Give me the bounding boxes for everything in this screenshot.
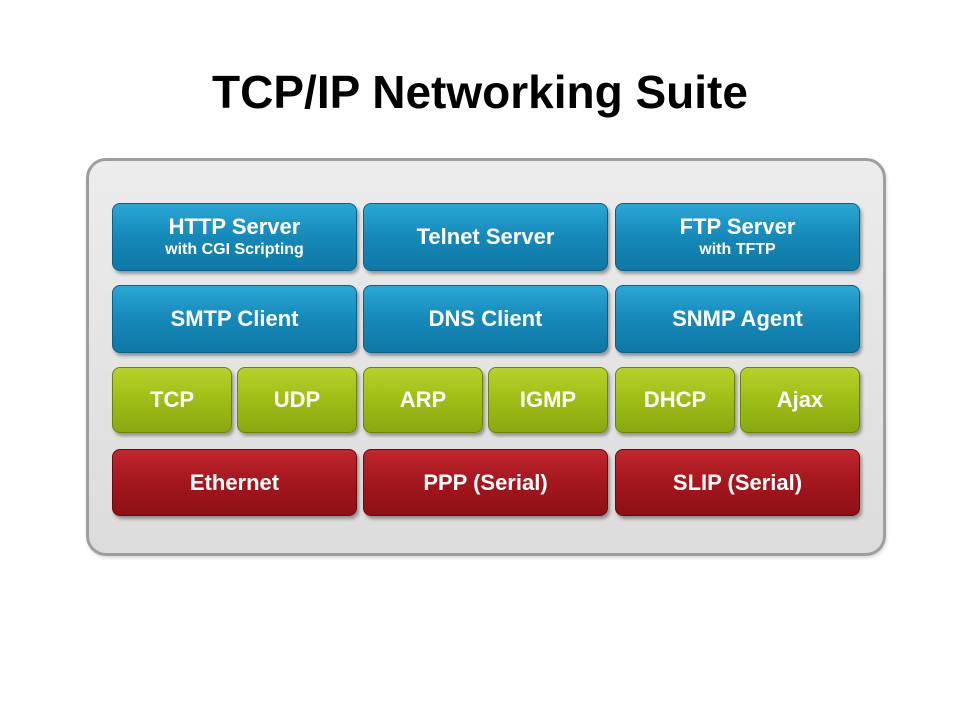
dhcp-label: DHCP bbox=[643, 387, 707, 412]
ethernet-label: Ethernet bbox=[189, 469, 280, 495]
arp-block: ARP bbox=[363, 367, 483, 433]
arp-label: ARP bbox=[399, 387, 447, 412]
dns-client-block: DNS Client bbox=[363, 285, 608, 353]
ftp-server-label: FTP Server bbox=[679, 214, 796, 239]
udp-block: UDP bbox=[237, 367, 357, 433]
snmp-agent-label: SNMP Agent bbox=[672, 306, 803, 331]
slip-block: SLIP (Serial) bbox=[615, 449, 860, 516]
diagram-title: TCP/IP Networking Suite bbox=[212, 66, 748, 118]
tcp-label: TCP bbox=[150, 387, 194, 412]
http-server-block: HTTP Server with CGI Scripting bbox=[112, 203, 357, 271]
snmp-agent-block: SNMP Agent bbox=[615, 285, 860, 353]
ethernet-block: Ethernet bbox=[112, 449, 357, 516]
smtp-client-block: SMTP Client bbox=[112, 285, 357, 353]
ftp-server-sublabel: with TFTP bbox=[699, 241, 776, 258]
http-server-sublabel: with CGI Scripting bbox=[165, 241, 304, 258]
ajax-block: Ajax bbox=[740, 367, 860, 433]
udp-label: UDP bbox=[273, 387, 321, 412]
dns-client-label: DNS Client bbox=[428, 306, 543, 331]
igmp-block: IGMP bbox=[488, 367, 608, 433]
ftp-server-block: FTP Server with TFTP bbox=[615, 203, 860, 271]
dhcp-block: DHCP bbox=[615, 367, 735, 433]
slip-label: SLIP (Serial) bbox=[672, 469, 803, 495]
smtp-client-label: SMTP Client bbox=[170, 306, 299, 331]
ppp-block: PPP (Serial) bbox=[363, 449, 608, 516]
ppp-label: PPP (Serial) bbox=[423, 469, 548, 495]
telnet-server-label: Telnet Server bbox=[416, 224, 555, 249]
igmp-label: IGMP bbox=[519, 387, 577, 412]
http-server-label: HTTP Server bbox=[168, 214, 301, 239]
telnet-server-block: Telnet Server bbox=[363, 203, 608, 271]
tcp-block: TCP bbox=[112, 367, 232, 433]
ajax-label: Ajax bbox=[776, 387, 824, 412]
